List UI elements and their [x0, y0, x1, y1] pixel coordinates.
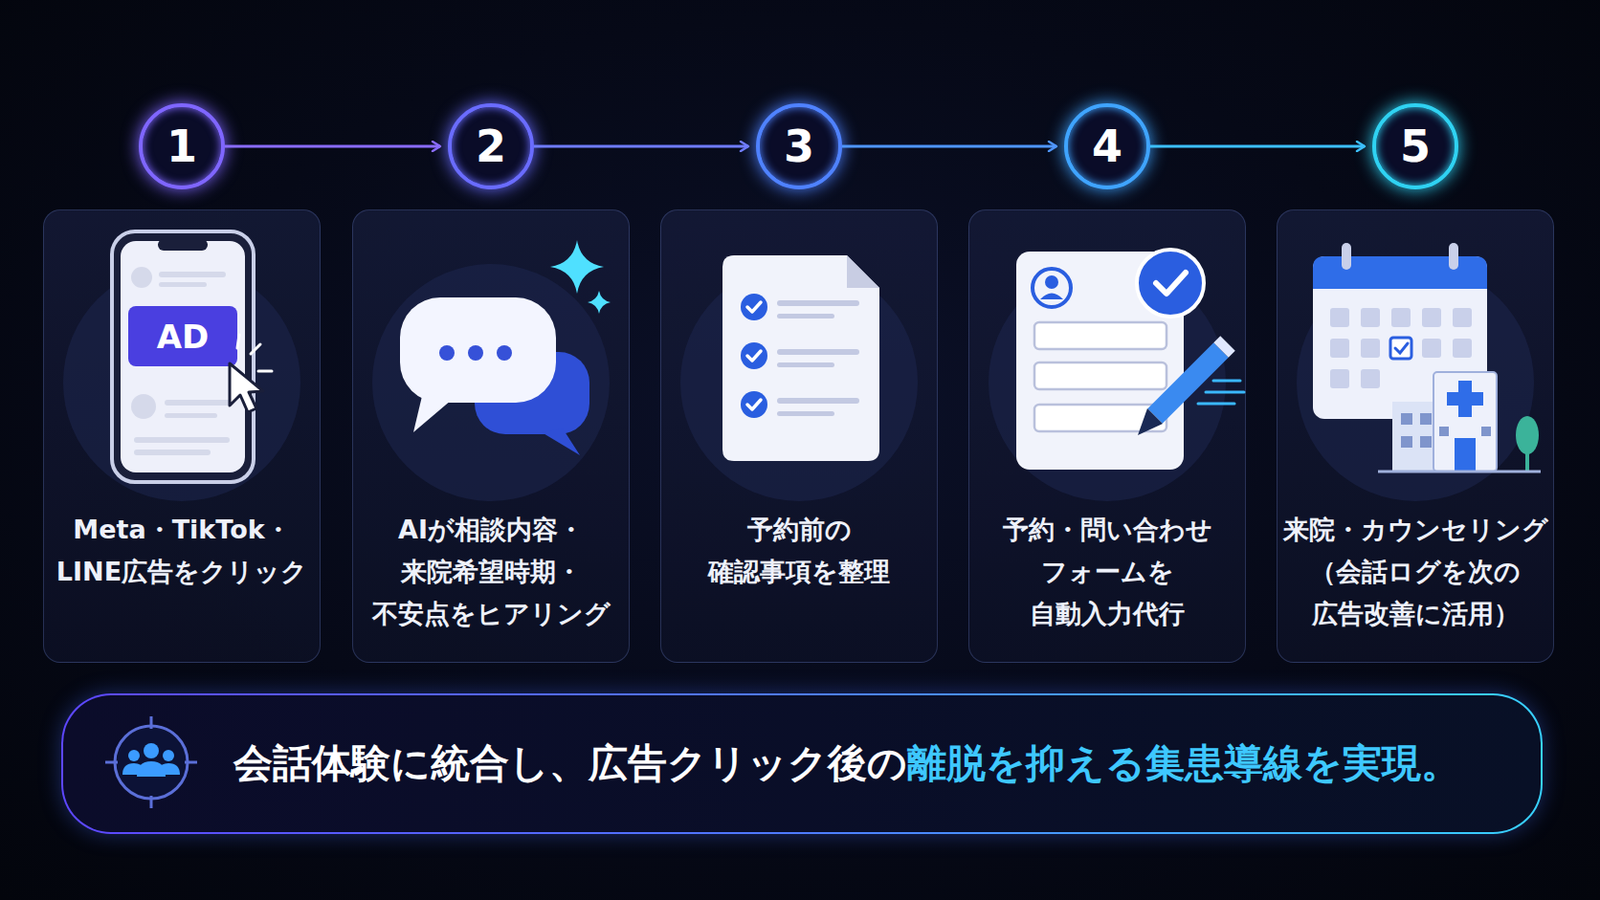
step-number-circle: 3 [755, 103, 843, 190]
flow-arrow [533, 145, 749, 149]
step-card: 予約前の 確認事項を整理 [660, 209, 938, 664]
highlight-text: 離脱を抑える集患導線を実現。 [907, 737, 1461, 791]
form-icon [1016, 249, 1245, 470]
step-description: Meta・TikTok・ LINE広告をクリック [45, 509, 318, 594]
card-text: Meta・TikTok・ LINE広告をクリック [45, 509, 318, 594]
banner-text: 会話体験に統合し、広告クリック後の離脱を抑える集患導線を実現。 [233, 695, 1461, 833]
step-number: 1 [166, 124, 198, 169]
calendar-icon [1312, 243, 1488, 420]
step-number-circle: 1 [138, 103, 225, 190]
card-text: 来院・カウンセリング （会話ログを次の 広告改善に活用） [1279, 509, 1552, 636]
hospital-icon [1377, 372, 1541, 472]
step-number-circle: 2 [447, 103, 534, 190]
step-card: 来院・カウンセリング （会話ログを次の 広告改善に活用） [1276, 209, 1555, 664]
flow-arrow [842, 145, 1057, 149]
step-description: 予約・問い合わせ フォームを 自動入力代行 [971, 509, 1244, 636]
flow-arrow [1150, 145, 1365, 149]
card-text: AIが相談内容・ 来院希望時期・ 不安点をヒアリング [355, 509, 627, 636]
chat-icon [400, 240, 611, 456]
step-description: 予約前の 確認事項を整理 [663, 509, 935, 594]
step-number: 3 [783, 124, 815, 169]
step-number-circle: 5 [1372, 103, 1459, 190]
flow-arrow [224, 145, 441, 149]
summary-text: 会話体験に統合し、広告クリック後の [233, 737, 908, 791]
phone-icon [111, 231, 272, 483]
step-number: 4 [1091, 124, 1123, 169]
step-number: 2 [475, 124, 507, 169]
step-number: 5 [1400, 124, 1431, 169]
step-card: Meta・TikTok・ LINE広告をクリック [43, 209, 321, 664]
step-number-circle: 4 [1064, 103, 1151, 190]
step-card: AIが相談内容・ 来院希望時期・ 不安点をヒアリング [352, 209, 630, 664]
card-text: 予約前の 確認事項を整理 [663, 509, 935, 594]
card-text: 予約・問い合わせ フォームを 自動入力代行 [971, 509, 1244, 636]
step-description: AIが相談内容・ 来院希望時期・ 不安点をヒアリング [355, 509, 627, 636]
audience-icon [105, 716, 198, 809]
checklist-icon [722, 255, 880, 462]
step-description: 来院・カウンセリング （会話ログを次の 広告改善に活用） [1279, 509, 1552, 636]
icon-halos [63, 264, 1534, 502]
summary-banner: 会話体験に統合し、広告クリック後の離脱を抑える集患導線を実現。 [61, 693, 1543, 835]
step-card: 予約・問い合わせ フォームを 自動入力代行 [968, 209, 1246, 664]
